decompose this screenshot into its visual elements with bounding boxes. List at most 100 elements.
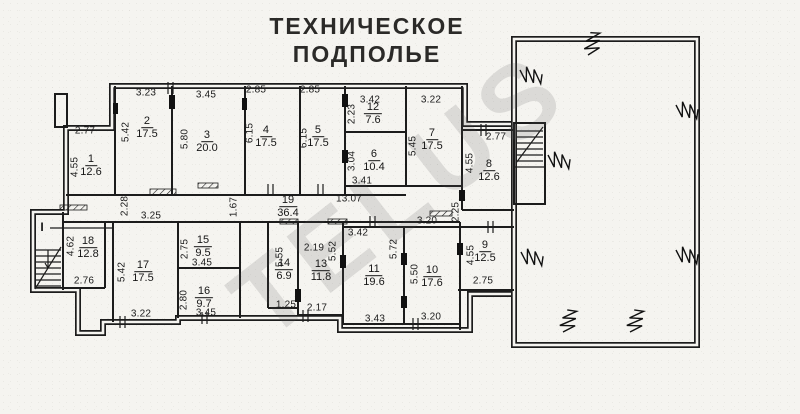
dim-label: 3.20 (420, 311, 442, 323)
dim-label: 2.75 (472, 275, 494, 287)
dim-label: 3.41 (351, 175, 373, 187)
wall-vent-marks (113, 94, 465, 308)
dim-label: 3.42 (359, 94, 381, 106)
dim-label: 2.23 (346, 103, 358, 125)
room-number: 9 (478, 239, 492, 253)
dim-label: 3.42 (347, 227, 369, 239)
dim-label: 2.77 (485, 131, 507, 143)
dim-label: 2.77 (74, 125, 96, 137)
plan-title: ТЕХНИЧЕСКОЕ ПОДПОЛЬЕ (269, 12, 464, 68)
dim-label: 3.25 (140, 210, 162, 222)
room-number: 13 (311, 258, 331, 272)
room-area: 9.7 (196, 298, 212, 311)
dim-label: 3.45 (191, 257, 213, 269)
room-number: 7 (425, 127, 439, 141)
room-area: 12.6 (478, 171, 500, 184)
room-number: 16 (194, 285, 214, 299)
room-area: 9.5 (195, 247, 211, 260)
room-area: 17.6 (421, 277, 443, 290)
dim-label: 5.55 (274, 246, 286, 268)
room-area: 17.5 (132, 272, 154, 285)
dim-label: 2.75 (179, 238, 191, 260)
entrance-mark: I (40, 220, 44, 234)
room-number: 1 (84, 153, 98, 167)
room-number: 8 (482, 158, 496, 172)
room-number: 15 (193, 234, 213, 248)
dim-label: 5.52 (327, 240, 339, 262)
dim-label: 2.28 (119, 195, 131, 217)
room-area: 17.5 (255, 137, 277, 150)
room-area: 20.0 (196, 142, 218, 155)
dim-label: 2.85 (299, 84, 321, 96)
dim-label: 3.45 (195, 307, 217, 319)
room-area: 6.9 (276, 270, 292, 283)
dim-label: 5.42 (120, 121, 132, 143)
room-area: 10.4 (363, 161, 385, 174)
dim-label: 1.67 (228, 196, 240, 218)
room-number: 3 (200, 129, 214, 143)
dim-label: 3.04 (346, 150, 358, 172)
room-number: 6 (367, 148, 381, 162)
dim-label: 6.15 (244, 122, 256, 144)
dim-label: 6.15 (298, 127, 310, 149)
dim-label: 2.76 (73, 275, 95, 287)
room-number: 11 (365, 263, 383, 277)
room-area: 36.4 (277, 207, 299, 220)
dim-label: 5.80 (179, 128, 191, 150)
staircase-right (514, 126, 545, 168)
hatched-wall-segments (59, 182, 453, 225)
dim-label: 5.72 (388, 238, 400, 260)
room-number: 14 (274, 257, 294, 271)
dim-label: 3.43 (364, 313, 386, 325)
door-ticks (119, 82, 494, 330)
room-area: 17.5 (307, 137, 329, 150)
room-number: 5 (311, 124, 325, 138)
dim-label: 4.62 (65, 235, 77, 257)
dim-label: 4.55 (464, 152, 476, 174)
room-number: 2 (140, 115, 154, 129)
room-number: 19 (278, 194, 298, 208)
dim-label: 2.85 (245, 84, 267, 96)
plan-title-line2: ПОДПОЛЬЕ (292, 41, 442, 68)
dim-label: 4.55 (465, 244, 477, 266)
room-number: 12 (363, 101, 383, 115)
room-area: 17.5 (136, 128, 158, 141)
dim-label: 2.25 (450, 201, 462, 223)
dim-label: 1.25 (275, 299, 297, 311)
room-area: 11.8 (310, 271, 332, 284)
room-area: 17.5 (421, 140, 443, 153)
room-number: 17 (133, 259, 153, 273)
dim-label: 3.20 (416, 215, 438, 227)
room-number: 18 (78, 235, 98, 249)
interior-walls (62, 86, 514, 330)
dim-label: 2.19 (303, 242, 325, 254)
plan-title-line1: ТЕХНИЧЕСКОЕ (269, 13, 465, 39)
dim-label: 3.22 (420, 94, 442, 106)
dim-label: 5.42 (116, 261, 128, 283)
dim-label: 3.22 (130, 308, 152, 320)
room-number: 4 (259, 124, 273, 138)
room-area: 12.8 (77, 248, 99, 261)
dim-label: 3.45 (195, 89, 217, 101)
room-number: 10 (422, 264, 442, 278)
dim-label: 2.17 (306, 302, 328, 314)
